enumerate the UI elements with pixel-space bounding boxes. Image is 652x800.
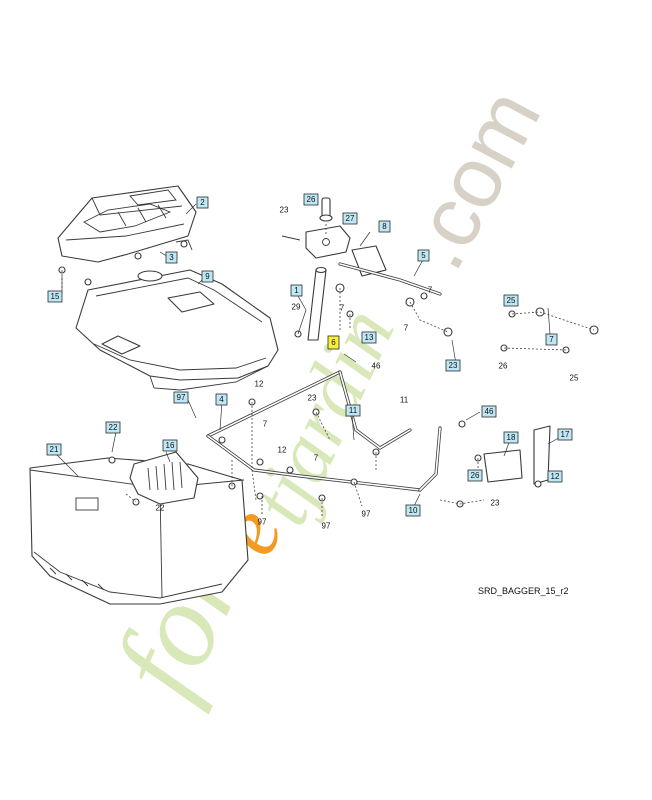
callout-17: 17 bbox=[557, 428, 573, 441]
svg-text:46: 46 bbox=[485, 407, 494, 416]
tube-part bbox=[307, 266, 327, 341]
callout-3: 3 bbox=[165, 251, 178, 264]
svg-text:2: 2 bbox=[200, 198, 205, 207]
svg-text:17: 17 bbox=[561, 430, 570, 439]
part-drawings bbox=[29, 185, 599, 605]
callout-8: 8 bbox=[378, 220, 391, 233]
svg-text:97: 97 bbox=[177, 393, 186, 402]
callout-15: 15 bbox=[47, 290, 63, 303]
label-22-lower: 22 bbox=[156, 504, 165, 513]
svg-text:16: 16 bbox=[166, 441, 175, 450]
svg-text:27: 27 bbox=[346, 214, 355, 223]
label-7-left: 7 bbox=[263, 420, 268, 429]
svg-text:26: 26 bbox=[471, 471, 480, 480]
callout-18: 18 bbox=[503, 431, 519, 444]
svg-text:26: 26 bbox=[307, 195, 316, 204]
callout-9: 9 bbox=[201, 270, 214, 283]
svg-text:13: 13 bbox=[365, 333, 374, 342]
drawing-reference: SRD_BAGGER_15_r2 bbox=[478, 586, 569, 596]
svg-text:7: 7 bbox=[549, 335, 554, 344]
svg-text:15: 15 bbox=[51, 292, 60, 301]
pin-part bbox=[319, 197, 333, 222]
callout-6-highlight: 6 bbox=[327, 335, 340, 350]
label-7-upper: 7 bbox=[428, 286, 433, 295]
callout-46-right: 46 bbox=[481, 405, 497, 418]
svg-text:6: 6 bbox=[331, 338, 336, 347]
svg-text:10: 10 bbox=[409, 506, 418, 515]
label-97-b: 97 bbox=[322, 522, 331, 531]
svg-text:18: 18 bbox=[507, 433, 516, 442]
svg-text:8: 8 bbox=[382, 222, 387, 231]
label-26-right: 26 bbox=[499, 362, 508, 371]
svg-text:9: 9 bbox=[205, 272, 210, 281]
callout-16: 16 bbox=[162, 439, 178, 452]
svg-text:25: 25 bbox=[507, 296, 516, 305]
watermark-text-tld: .com bbox=[387, 74, 559, 284]
label-25-right: 25 bbox=[570, 374, 579, 383]
callout-22-left: 22 bbox=[105, 421, 121, 434]
svg-text:22: 22 bbox=[109, 423, 118, 432]
callout-97-left: 97 bbox=[173, 391, 189, 404]
fasteners bbox=[58, 240, 599, 508]
callout-21: 21 bbox=[46, 443, 62, 456]
callout-1: 1 bbox=[290, 284, 303, 297]
callout-7-right: 7 bbox=[545, 333, 558, 346]
hinge-bracket-part bbox=[281, 225, 387, 277]
callout-4: 4 bbox=[215, 393, 228, 406]
label-11: 11 bbox=[400, 396, 409, 405]
upper-lid-part bbox=[57, 185, 197, 263]
callout-13: 13 bbox=[361, 331, 377, 344]
label-46-center: 46 bbox=[372, 362, 381, 371]
side-bracket-part bbox=[483, 425, 551, 485]
callout-25-top: 25 bbox=[503, 294, 519, 307]
plain-callouts: 23 29 7 7 7 46 26 25 12 7 23 11 12 7 22 … bbox=[156, 206, 579, 531]
svg-text:4: 4 bbox=[219, 395, 224, 404]
svg-text:23: 23 bbox=[449, 361, 458, 370]
callout-2: 2 bbox=[196, 196, 209, 209]
svg-text:3: 3 bbox=[169, 253, 174, 262]
label-23-top: 23 bbox=[280, 206, 289, 215]
callout-26-top: 26 bbox=[303, 193, 319, 206]
callout-26-lower: 26 bbox=[467, 469, 483, 482]
svg-text:1: 1 bbox=[294, 286, 299, 295]
label-29: 29 bbox=[292, 303, 301, 312]
callout-11-boxed: 11 bbox=[345, 404, 361, 417]
label-23-lower: 23 bbox=[491, 499, 500, 508]
label-97-a: 97 bbox=[258, 518, 267, 527]
label-97-c: 97 bbox=[362, 510, 371, 519]
label-12-center: 12 bbox=[278, 446, 287, 455]
label-23-center: 23 bbox=[308, 394, 317, 403]
bag-top-cover-part bbox=[75, 269, 279, 391]
label-12-top: 12 bbox=[255, 380, 264, 389]
label-7-lower: 7 bbox=[314, 454, 319, 463]
svg-text:5: 5 bbox=[421, 251, 426, 260]
linkage-rods bbox=[206, 262, 442, 492]
latch-plate-part bbox=[129, 451, 199, 505]
svg-text:12: 12 bbox=[551, 472, 560, 481]
watermark: for e tjardin .com bbox=[88, 74, 559, 716]
label-7-mid: 7 bbox=[404, 324, 409, 333]
svg-text:21: 21 bbox=[50, 445, 59, 454]
callout-5: 5 bbox=[417, 249, 430, 262]
callout-12-right: 12 bbox=[547, 470, 563, 483]
callout-10: 10 bbox=[405, 504, 421, 517]
assembly-lines bbox=[61, 224, 595, 518]
svg-text:11: 11 bbox=[349, 406, 358, 415]
callout-23-right: 23 bbox=[445, 359, 461, 372]
label-7-center: 7 bbox=[340, 304, 345, 313]
callout-27: 27 bbox=[342, 212, 358, 225]
